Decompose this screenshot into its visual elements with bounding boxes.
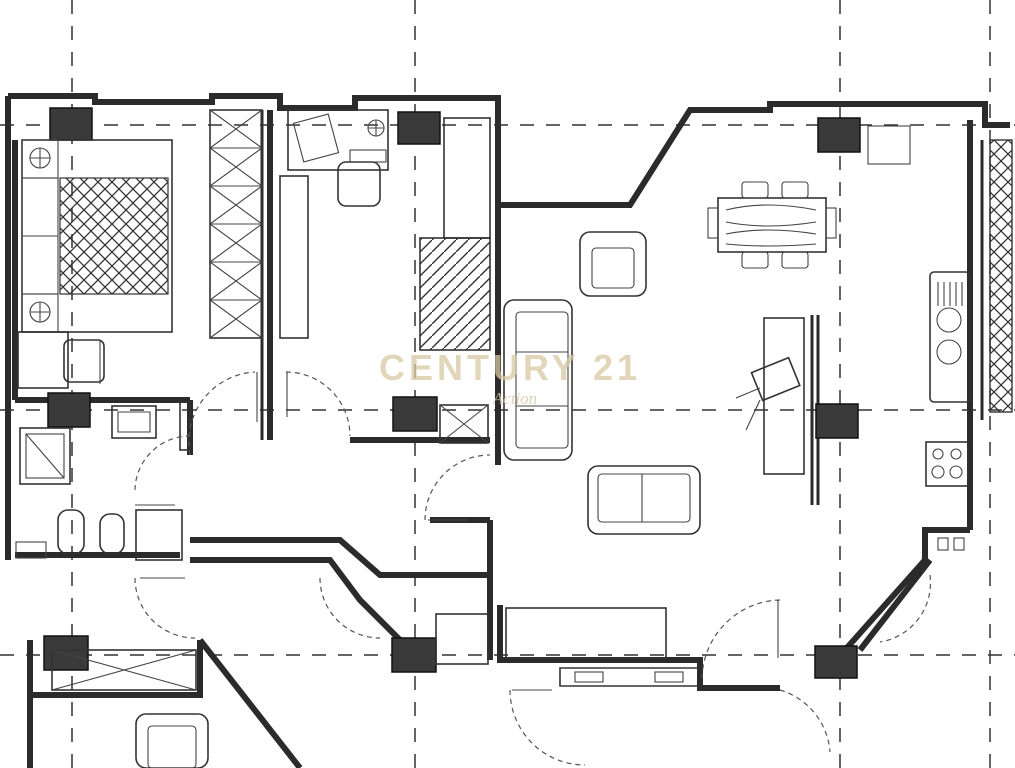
kitchen-sink	[929, 271, 971, 403]
cooktop-icon	[925, 441, 969, 487]
stair-hatch	[419, 237, 491, 351]
bathroom	[15, 401, 191, 561]
sink	[111, 405, 157, 439]
armchair	[135, 713, 209, 768]
armchair	[579, 231, 647, 297]
cabinet	[443, 117, 491, 239]
column	[392, 396, 438, 432]
loveseat	[587, 465, 701, 535]
study	[279, 109, 491, 444]
column	[43, 635, 89, 671]
door-swings	[134, 371, 932, 766]
nightstand-lamp-icon	[21, 293, 59, 333]
column	[47, 392, 91, 428]
nightstand-lamp-icon	[21, 139, 59, 179]
lamp-icon	[367, 119, 385, 137]
shower	[19, 427, 71, 485]
column	[815, 403, 859, 439]
column	[391, 637, 437, 673]
entry-cabinet	[435, 613, 489, 665]
dining-table	[707, 181, 837, 269]
living-room	[435, 231, 805, 687]
lower-left-room	[51, 649, 209, 768]
column	[397, 111, 441, 145]
chair	[63, 339, 105, 383]
sofa	[503, 299, 573, 461]
sideboard	[505, 607, 667, 659]
column	[814, 645, 858, 679]
column	[817, 117, 861, 153]
structural-columns	[43, 107, 861, 679]
bookshelf	[279, 175, 309, 339]
office-chair	[337, 161, 381, 207]
toilet	[57, 509, 85, 555]
watermark-subtitle: Action	[492, 389, 537, 408]
tv-stand	[763, 317, 805, 475]
column	[49, 107, 93, 141]
century21-watermark: CENTURY 21 Action	[379, 347, 641, 408]
dining-kitchen	[707, 125, 1013, 551]
swivel-chair	[735, 356, 801, 431]
bidet	[99, 513, 125, 555]
watermark-brand: CENTURY 21	[379, 347, 641, 388]
bedroom	[17, 109, 263, 389]
desk	[17, 331, 69, 389]
fridge	[867, 125, 911, 165]
bed-cover	[59, 177, 169, 295]
window-strip	[989, 139, 1013, 413]
